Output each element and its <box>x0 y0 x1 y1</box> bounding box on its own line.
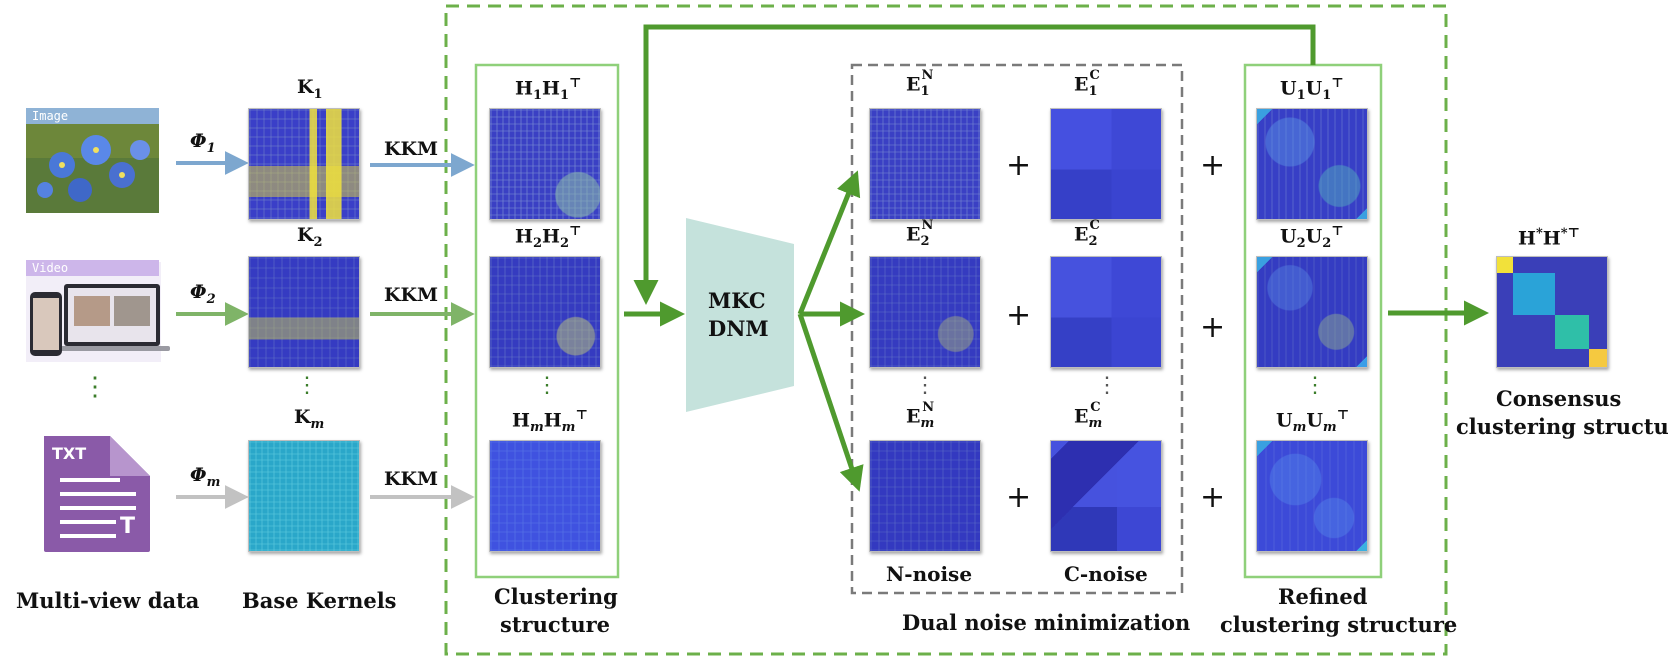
e-c-vdots: ⋮ <box>1096 373 1118 398</box>
consensus-matrix-label: H*H*⊤ <box>1518 226 1580 250</box>
mkc-dnm-block <box>686 218 794 412</box>
plus-c-u-m: + <box>1200 480 1226 515</box>
txt-badge: TXT <box>52 444 87 463</box>
e2n-matrix <box>869 256 981 368</box>
caption-consensus-1: Consensus <box>1496 386 1622 411</box>
km-label: Km <box>294 406 325 432</box>
mkc-label: MKC <box>708 288 766 313</box>
fan-arrow-bottom <box>797 313 864 492</box>
emn-matrix <box>869 440 981 552</box>
feedback-loop <box>633 24 1316 305</box>
e1c-label: E1C <box>1074 68 1100 100</box>
e2c-matrix <box>1050 256 1162 368</box>
caption-dual-noise: Dual noise minimization <box>902 610 1191 635</box>
e1n-matrix <box>869 108 981 220</box>
caption-refined-2: clustering structure <box>1220 612 1458 637</box>
emc-matrix <box>1050 440 1162 552</box>
kernel-1-matrix <box>248 108 360 220</box>
kernels-vdots: ⋮ <box>296 373 318 398</box>
plus-c-u-1: + <box>1200 148 1226 183</box>
kernel-2-matrix <box>248 256 360 368</box>
image-photo <box>26 108 159 213</box>
e1n-label: E1N <box>906 68 934 100</box>
caption-base-kernels: Base Kernels <box>242 588 397 613</box>
h2h2t-label: H2H2⊤ <box>515 224 582 252</box>
refined-vdots: ⋮ <box>1304 373 1326 398</box>
framework-dashed-box <box>444 4 1448 656</box>
h1-matrix <box>489 108 601 220</box>
um-matrix <box>1256 440 1368 552</box>
e2c-label: E2C <box>1074 218 1100 250</box>
plus-c-u-2: + <box>1200 310 1226 345</box>
h1h1t-label: H1H1⊤ <box>515 76 582 104</box>
video-devices <box>26 262 170 362</box>
e1c-matrix <box>1050 108 1162 220</box>
u2u2t-label: U2U2⊤ <box>1280 224 1344 252</box>
kkm2-label: KKM <box>384 284 439 306</box>
phi1-label: Φ1 <box>190 130 216 156</box>
noise-dashed-box <box>850 63 1184 595</box>
h2-matrix <box>489 256 601 368</box>
k2-label: K2 <box>297 224 323 250</box>
u1u1t-label: U1U1⊤ <box>1280 76 1344 104</box>
e-n-vdots: ⋮ <box>914 373 936 398</box>
kkm1-label: KKM <box>384 138 439 160</box>
hmhmt-label: HmHm⊤ <box>512 408 588 436</box>
k1-label: K1 <box>297 76 323 102</box>
image-tag: Image <box>26 108 159 124</box>
hm-matrix <box>489 440 601 552</box>
txt-corner-letter: T <box>120 514 136 539</box>
caption-clustering-1: Clustering <box>494 584 618 609</box>
clustering-vdots: ⋮ <box>536 373 558 398</box>
fan-arrow-top <box>797 170 861 315</box>
dnm-label: DNM <box>708 316 769 341</box>
plus-n-c-m: + <box>1006 480 1032 515</box>
umumt-label: UmUm⊤ <box>1276 408 1350 436</box>
plus-n-c-2: + <box>1006 298 1032 333</box>
kernel-m-matrix <box>248 440 360 552</box>
u1-matrix <box>1256 108 1368 220</box>
inputs-vdots: ⋮ <box>82 372 108 402</box>
n-noise-label: N-noise <box>886 562 973 586</box>
caption-refined-1: Refined <box>1278 584 1368 609</box>
caption-multiview: Multi-view data <box>16 588 200 613</box>
e2n-label: E2N <box>906 218 934 250</box>
emc-label: EmC <box>1074 400 1103 432</box>
consensus-matrix <box>1496 256 1608 368</box>
caption-clustering-2: structure <box>500 612 611 637</box>
emn-label: EmN <box>906 400 935 432</box>
c-noise-label: C-noise <box>1064 562 1148 586</box>
caption-consensus-2: clustering structure <box>1456 414 1668 439</box>
txt-file-icon <box>44 436 150 552</box>
video-tag: Video <box>26 260 159 276</box>
phi2-label: Φ2 <box>190 281 216 307</box>
u2-matrix <box>1256 256 1368 368</box>
plus-n-c-1: + <box>1006 148 1032 183</box>
clustering-frame <box>474 63 620 579</box>
kkmm-label: KKM <box>384 468 439 490</box>
phim-label: Φm <box>190 464 221 490</box>
